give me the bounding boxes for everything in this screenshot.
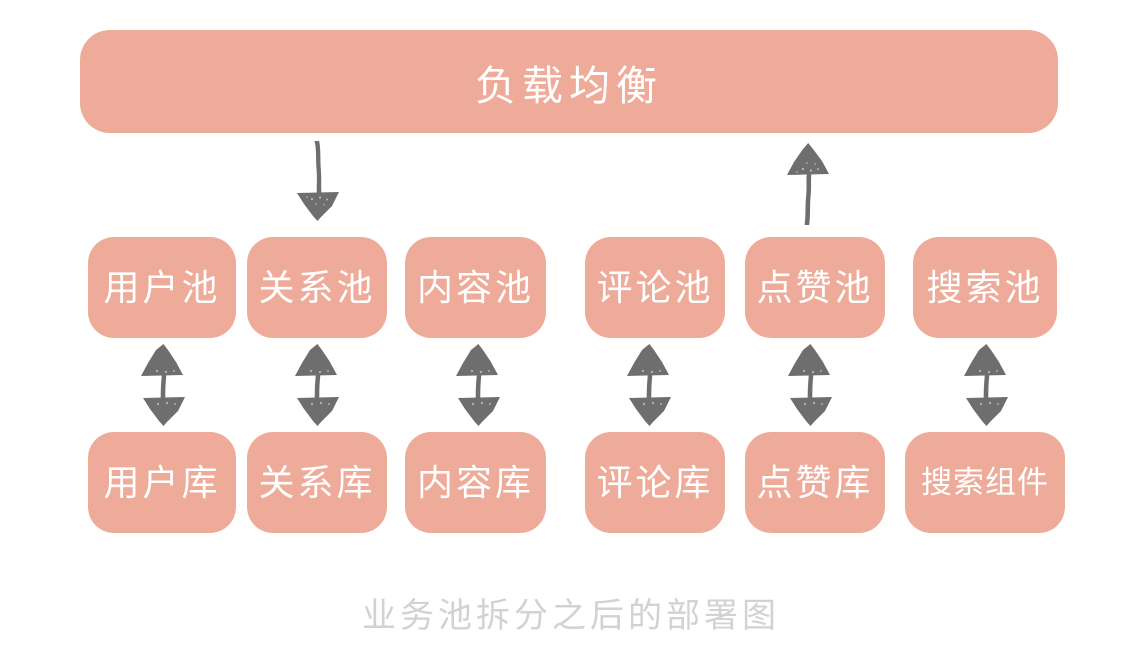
pool-node-label: 用户池 [103,266,221,308]
store-node-content[interactable]: 内容库 [405,432,546,533]
store-node-like[interactable]: 点赞库 [745,432,885,533]
store-node-label: 关系库 [258,461,376,503]
load-balancer-node[interactable]: 负载均衡 [80,30,1058,133]
bidirectional-arrow-icon [141,344,185,426]
load-balancer-label: 负载均衡 [475,62,663,109]
store-node-user[interactable]: 用户库 [88,432,236,533]
pool-node-label: 点赞池 [756,266,874,308]
bidirectional-arrow-icon [964,344,1008,426]
pool-node-label: 关系池 [258,266,376,308]
store-node-label: 评论库 [596,461,714,503]
pool-node-label: 搜索池 [926,266,1044,308]
bidirectional-arrow-icon [627,344,671,426]
store-node-label: 点赞库 [756,461,874,503]
pool-node-user[interactable]: 用户池 [88,237,236,338]
pool-node-search[interactable]: 搜索池 [913,237,1057,338]
pool-node-comment[interactable]: 评论池 [585,237,725,338]
diagram-caption: 业务池拆分之后的部署图 [362,597,780,635]
bidirectional-arrow-icon [456,344,500,426]
store-node-label: 内容库 [416,461,534,503]
arrow-down-icon [297,141,339,221]
bidirectional-arrow-icon [788,344,832,426]
store-node-search-component[interactable]: 搜索组件 [905,432,1065,533]
store-node-relation[interactable]: 关系库 [247,432,387,533]
pool-node-label: 评论池 [596,266,714,308]
pool-node-like[interactable]: 点赞池 [745,237,885,338]
store-node-comment[interactable]: 评论库 [585,432,725,533]
store-node-label: 搜索组件 [921,465,1049,500]
store-node-label: 用户库 [103,461,221,503]
pool-node-relation[interactable]: 关系池 [247,237,387,338]
pool-node-label: 内容池 [416,266,534,308]
pool-node-content[interactable]: 内容池 [405,237,546,338]
bidirectional-arrow-icon [295,344,339,426]
arrow-up-icon [787,143,829,225]
